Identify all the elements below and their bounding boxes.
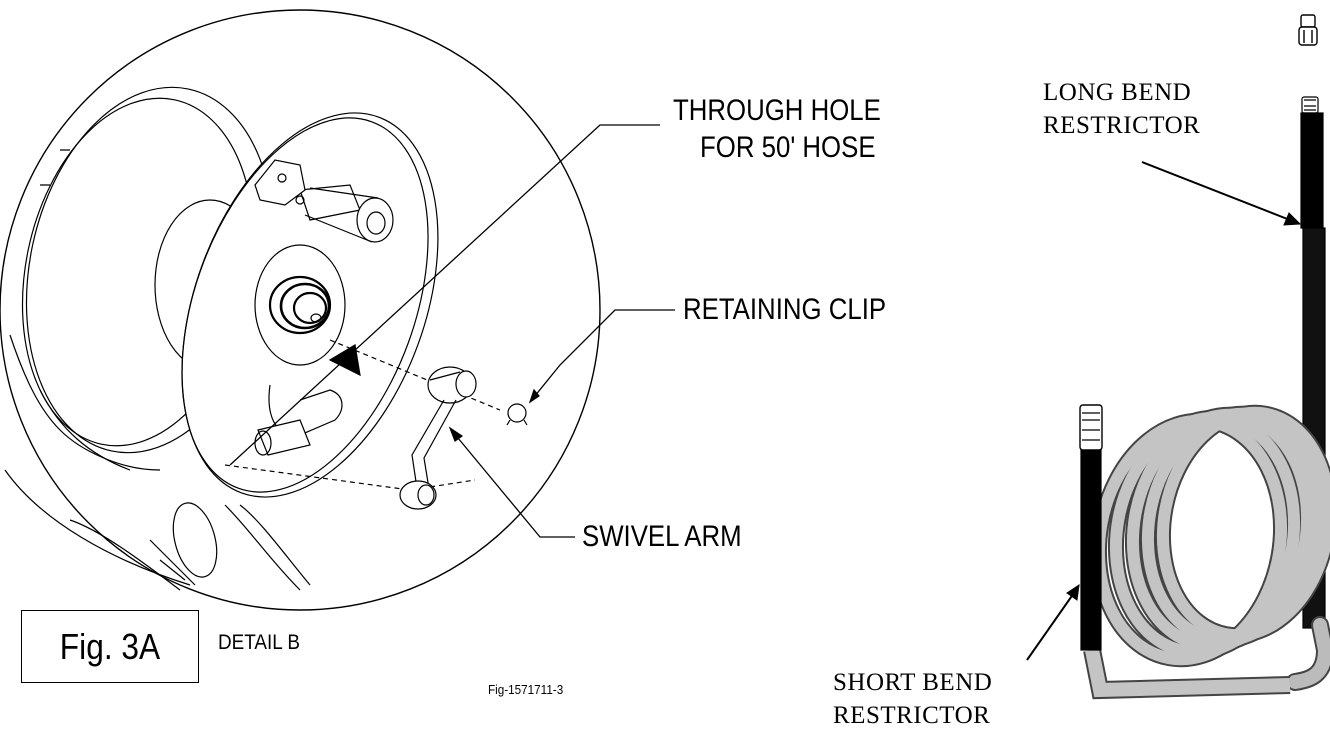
through-hole-leader: [229, 124, 660, 466]
long-restrictor-arrow: [1141, 161, 1296, 223]
figure-label-box: Fig. 3A: [21, 610, 199, 683]
through-hole-label-line1: THROUGH HOLE: [673, 94, 881, 127]
short-restrictor-label-line2: RESTRICTOR: [833, 702, 991, 729]
detail-label: DETAIL B: [218, 631, 300, 654]
figure-reference: Fig-1571711-3: [488, 682, 564, 697]
swivel-arm-leader: [452, 431, 575, 538]
short-restrictor-label-line1: SHORT BEND: [833, 669, 993, 696]
through-hole-label-line2: FOR 50' HOSE: [700, 131, 876, 164]
short-restrictor-arrow: [1026, 589, 1077, 661]
hose-assembly: [1026, 14, 1330, 700]
retaining-clip-leader: [529, 309, 675, 403]
detail-circle: [0, 9, 601, 611]
top-fitting: [1298, 14, 1318, 46]
retaining-clip-label: RETAINING CLIP: [683, 293, 887, 326]
figure-label: Fig. 3A: [59, 625, 161, 667]
swivel-arm-label: SWIVEL ARM: [582, 520, 742, 553]
long-restrictor-label-line2: RESTRICTOR: [1043, 112, 1201, 139]
long-restrictor-label-line1: LONG BEND: [1043, 79, 1192, 106]
reel-assembly: [4, 86, 528, 591]
